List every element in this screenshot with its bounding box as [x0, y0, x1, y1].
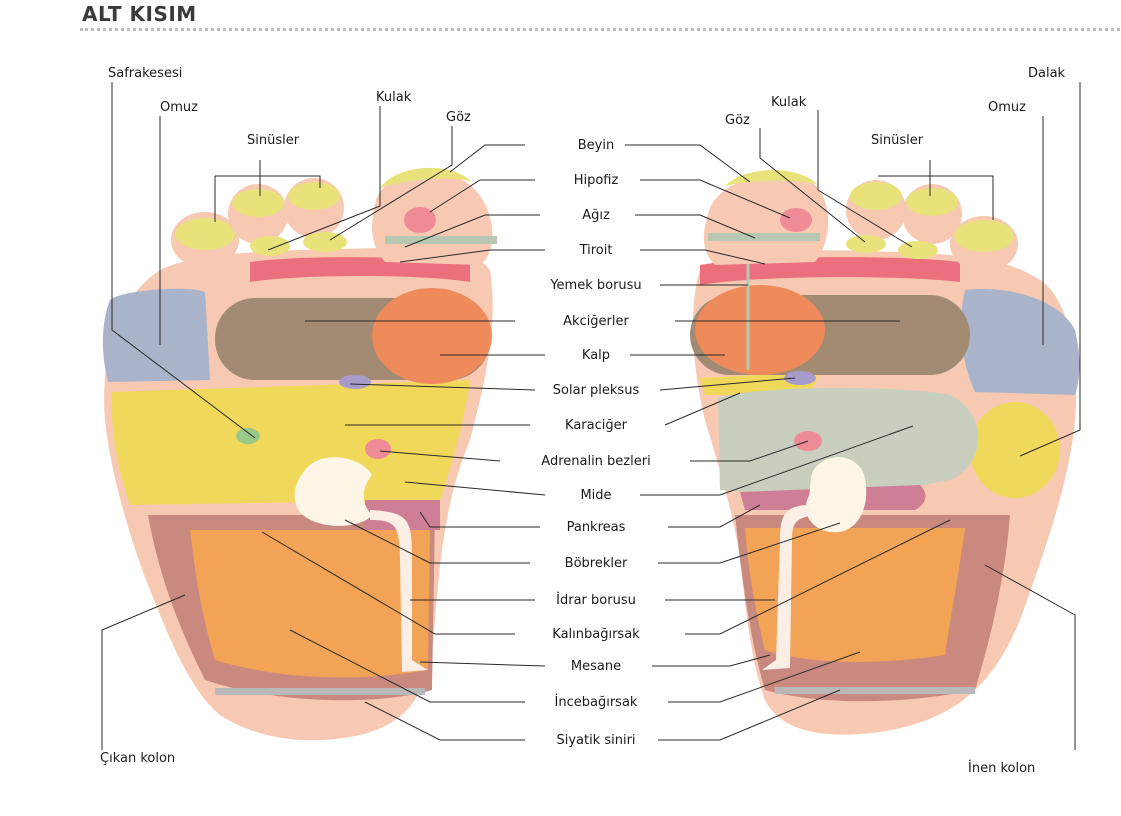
- label-kalinbagirsak: Kalınbağırsak: [552, 627, 640, 642]
- label-right-goz: Göz: [725, 113, 750, 128]
- label-agiz: Ağız: [582, 208, 610, 223]
- leader-line-32: [652, 655, 770, 666]
- left-gallbladder-point: [236, 428, 260, 444]
- label-cikan-kolon: Çıkan kolon: [100, 751, 175, 766]
- label-pankreas: Pankreas: [567, 520, 626, 535]
- left-ear-zone: [250, 236, 290, 256]
- left-toe-3-sinus: [288, 182, 340, 210]
- right-toe-5-sinus: [954, 220, 1014, 252]
- label-left-kulak: Kulak: [376, 90, 412, 105]
- right-ear-zone: [898, 241, 938, 259]
- label-mide: Mide: [580, 488, 611, 503]
- label-right-kulak: Kulak: [771, 95, 807, 110]
- right-shoulder-zone: [961, 289, 1079, 395]
- right-spleen-zone: [970, 402, 1060, 498]
- label-solar-pleksus: Solar pleksus: [553, 383, 640, 398]
- label-left-sinusler: Sinüsler: [247, 133, 300, 148]
- right-toe-3-sinus: [850, 182, 902, 210]
- left-eye-zone: [303, 232, 347, 252]
- left-foot: [103, 168, 497, 740]
- label-inen-kolon: İnen kolon: [968, 760, 1035, 776]
- left-solar-plexus: [339, 375, 371, 389]
- label-tiroit: Tiroit: [579, 243, 613, 258]
- label-idrar-borusu: İdrar borusu: [556, 592, 636, 608]
- label-karaciger: Karaciğer: [565, 418, 628, 433]
- left-sciatic-band: [215, 688, 425, 695]
- left-toe-4-sinus: [232, 189, 284, 217]
- right-solar-plexus: [784, 371, 816, 385]
- label-akcigerler: Akciğerler: [563, 314, 629, 329]
- right-mouth-band: [708, 233, 820, 241]
- right-foot: [690, 170, 1080, 735]
- leader-line-14: [420, 662, 545, 666]
- left-adrenal-point: [365, 439, 391, 459]
- right-pituitary-point: [780, 208, 812, 232]
- label-beyin: Beyin: [578, 138, 614, 153]
- label-left-omuz: Omuz: [160, 100, 198, 115]
- right-kidney: [806, 457, 866, 532]
- left-heart-zone: [372, 288, 492, 384]
- label-bobrekler: Böbrekler: [565, 556, 628, 571]
- right-heart-zone: [695, 285, 825, 375]
- label-kalp: Kalp: [582, 348, 610, 363]
- label-left-goz: Göz: [446, 110, 471, 125]
- label-mesane: Mesane: [571, 659, 621, 674]
- right-eye-zone: [846, 235, 886, 253]
- label-right-omuz: Omuz: [988, 100, 1026, 115]
- left-liver-zone: [112, 380, 470, 505]
- leader-line-0: [450, 145, 525, 172]
- left-toe-5-sinus: [175, 218, 235, 250]
- label-right-sinusler: Sinüsler: [871, 133, 924, 148]
- right-sciatic-band: [775, 687, 975, 694]
- left-mouth-band: [385, 236, 497, 244]
- label-adrenalin-bezleri: Adrenalin bezleri: [541, 454, 650, 469]
- left-small-intestine: [190, 530, 430, 677]
- label-dalak: Dalak: [1028, 66, 1066, 81]
- label-hipofiz: Hipofiz: [574, 173, 619, 188]
- label-siyatik-siniri: Siyatik siniri: [556, 733, 635, 748]
- label-incebagirsak: İncebağırsak: [555, 694, 638, 710]
- leader-line-37: [268, 106, 380, 250]
- label-yemek-borusu: Yemek borusu: [549, 278, 641, 293]
- right-toe-4-sinus: [906, 188, 958, 216]
- leader-line-17: [625, 145, 750, 182]
- label-safrakesesi: Safrakesesi: [108, 66, 182, 81]
